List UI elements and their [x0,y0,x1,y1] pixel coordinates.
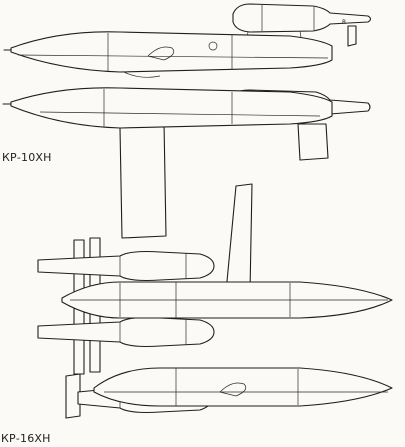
kr10-center-line [17,54,329,59]
kr10-tail-fin [347,25,357,47]
kr10-underside [123,71,161,78]
kr16-tail-side [65,373,81,419]
kr10-engine-top [232,3,372,33]
kr10-r-mark: R [342,19,346,26]
kr10-wing-root [147,46,175,61]
kr16-engine-upper [37,250,215,282]
kr16-top-view [37,183,393,375]
kr10-fuselage-side [10,31,333,73]
kr16-engine-lower [37,316,215,348]
kr10-tail-planform [297,123,329,161]
label-kr16xh: КР-16ХН [1,432,51,445]
kr10-hatch-circle [208,41,218,51]
kr10-seam-top [39,111,321,117]
kr10-fuselage-top [10,87,333,129]
kr16-fuselage-side [93,367,393,407]
kr16-side-view [65,367,393,419]
kr10-side-view: R [3,3,372,78]
kr10-wing-planform [119,121,167,239]
kr16-wing-planform [225,183,253,293]
label-kr10xh: КР-10ХН [2,151,52,164]
kr10-top-view [2,87,371,239]
kr16-wing-root [219,382,247,397]
